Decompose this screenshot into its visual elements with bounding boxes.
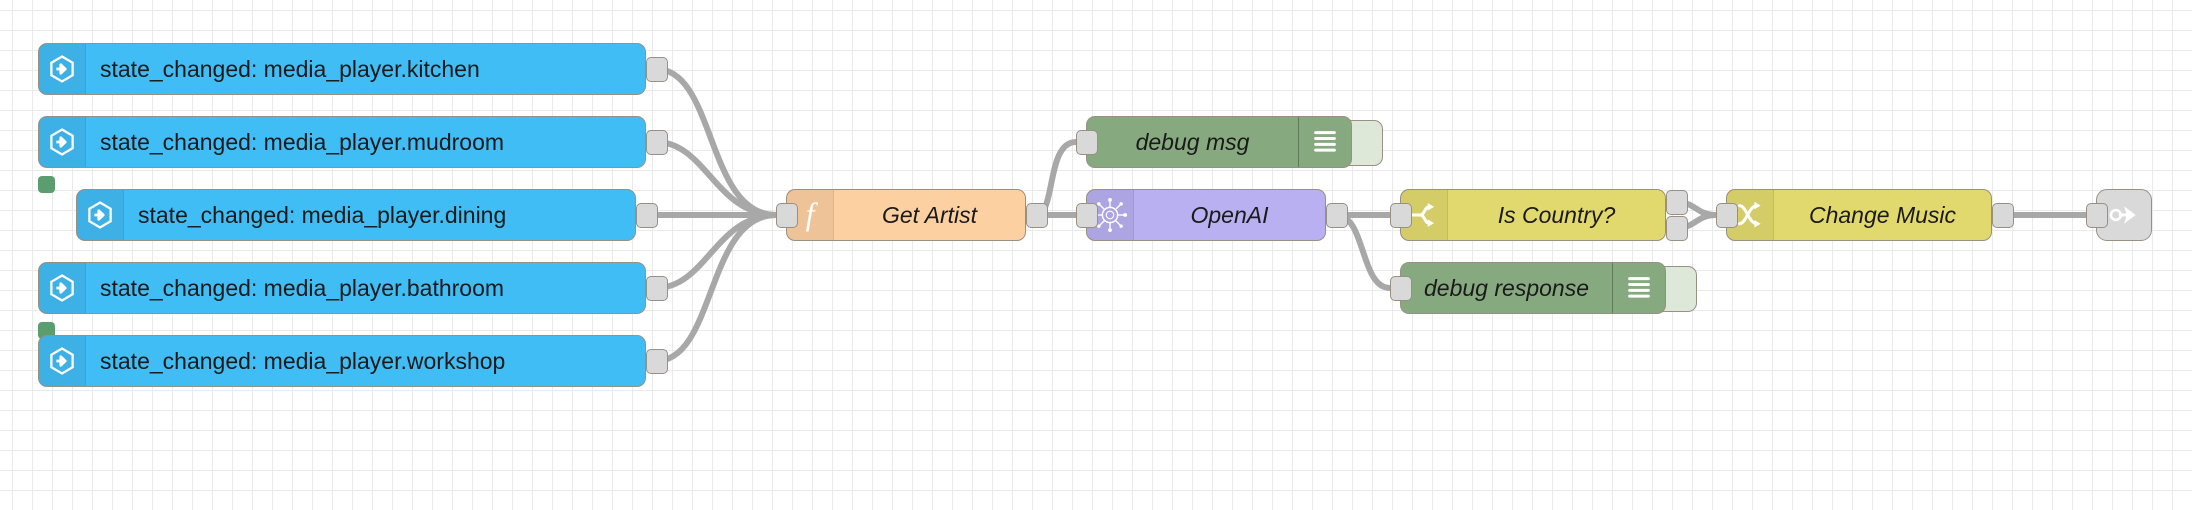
node-label: state_changed: media_player.dining	[138, 201, 507, 228]
ha-event-icon	[39, 263, 86, 313]
input-port-get-artist[interactable]	[776, 203, 798, 228]
node-label: state_changed: media_player.workshop	[100, 347, 506, 374]
node-function-get-artist[interactable]: f Get Artist	[786, 189, 1026, 241]
debug-msg-toggle-tab[interactable]	[1348, 120, 1383, 166]
input-port-change-music[interactable]	[1716, 203, 1738, 228]
node-change-music[interactable]: Change Music	[1726, 189, 1992, 241]
output-port-change-music[interactable]	[1992, 203, 2014, 228]
node-trigger-mudroom[interactable]: state_changed: media_player.mudroom	[38, 116, 646, 168]
node-trigger-workshop[interactable]: state_changed: media_player.workshop	[38, 335, 646, 387]
output-port-openai[interactable]	[1326, 203, 1348, 228]
wire-mudroom-to-get-artist	[653, 139, 779, 218]
node-label: Get Artist	[882, 201, 977, 228]
node-debug-msg[interactable]: debug msg	[1086, 116, 1352, 168]
node-trigger-bathroom[interactable]: state_changed: media_player.bathroom	[38, 262, 646, 314]
node-label: Is Country?	[1497, 201, 1616, 228]
function-f-icon: f	[787, 190, 834, 240]
status-trigger-mudroom	[38, 176, 62, 193]
input-port-is-country[interactable]	[1390, 203, 1412, 228]
input-port-openai[interactable]	[1076, 203, 1098, 228]
link-out-icon	[2097, 190, 2151, 240]
ha-event-icon	[39, 336, 86, 386]
ha-event-icon	[39, 117, 86, 167]
node-label: Change Music	[1808, 201, 1957, 228]
node-label: state_changed: media_player.mudroom	[100, 128, 505, 155]
input-port-debug-msg[interactable]	[1076, 130, 1098, 155]
output-port-trigger-bathroom[interactable]	[646, 276, 668, 301]
output-port-2-is-country[interactable]	[1666, 216, 1688, 241]
node-openai[interactable]: OpenAI	[1086, 189, 1326, 241]
node-label: debug msg	[1135, 128, 1250, 155]
ha-event-icon	[39, 44, 86, 94]
output-port-1-is-country[interactable]	[1666, 190, 1688, 215]
node-label: debug response	[1424, 274, 1589, 301]
node-label: state_changed: media_player.kitchen	[100, 55, 480, 82]
node-trigger-kitchen[interactable]: state_changed: media_player.kitchen	[38, 43, 646, 95]
svg-text:f: f	[806, 198, 819, 232]
debug-lines-icon[interactable]	[1612, 263, 1665, 313]
status-trigger-bathroom	[38, 322, 62, 339]
output-port-get-artist[interactable]	[1026, 203, 1048, 228]
output-port-trigger-mudroom[interactable]	[646, 130, 668, 155]
node-switch-is-country[interactable]: Is Country?	[1400, 189, 1666, 241]
output-port-trigger-kitchen[interactable]	[646, 57, 668, 82]
status-dot-icon	[38, 322, 55, 339]
node-label: OpenAI	[1190, 201, 1269, 228]
node-trigger-dining[interactable]: state_changed: media_player.dining	[76, 189, 636, 241]
status-dot-icon	[38, 176, 55, 193]
wire-bathroom-to-get-artist	[653, 212, 779, 291]
input-port-link-out[interactable]	[2086, 203, 2108, 228]
node-debug-response[interactable]: debug response	[1400, 262, 1666, 314]
wire-kitchen-to-get-artist	[653, 66, 779, 218]
ha-event-icon	[77, 190, 124, 240]
node-label: state_changed: media_player.bathroom	[100, 274, 505, 301]
wire-workshop-to-get-artist	[653, 212, 779, 364]
output-port-trigger-workshop[interactable]	[646, 349, 668, 374]
debug-lines-icon[interactable]	[1298, 117, 1351, 167]
input-port-debug-response[interactable]	[1390, 276, 1412, 301]
output-port-trigger-dining[interactable]	[636, 203, 658, 228]
debug-response-toggle-tab[interactable]	[1662, 266, 1697, 312]
